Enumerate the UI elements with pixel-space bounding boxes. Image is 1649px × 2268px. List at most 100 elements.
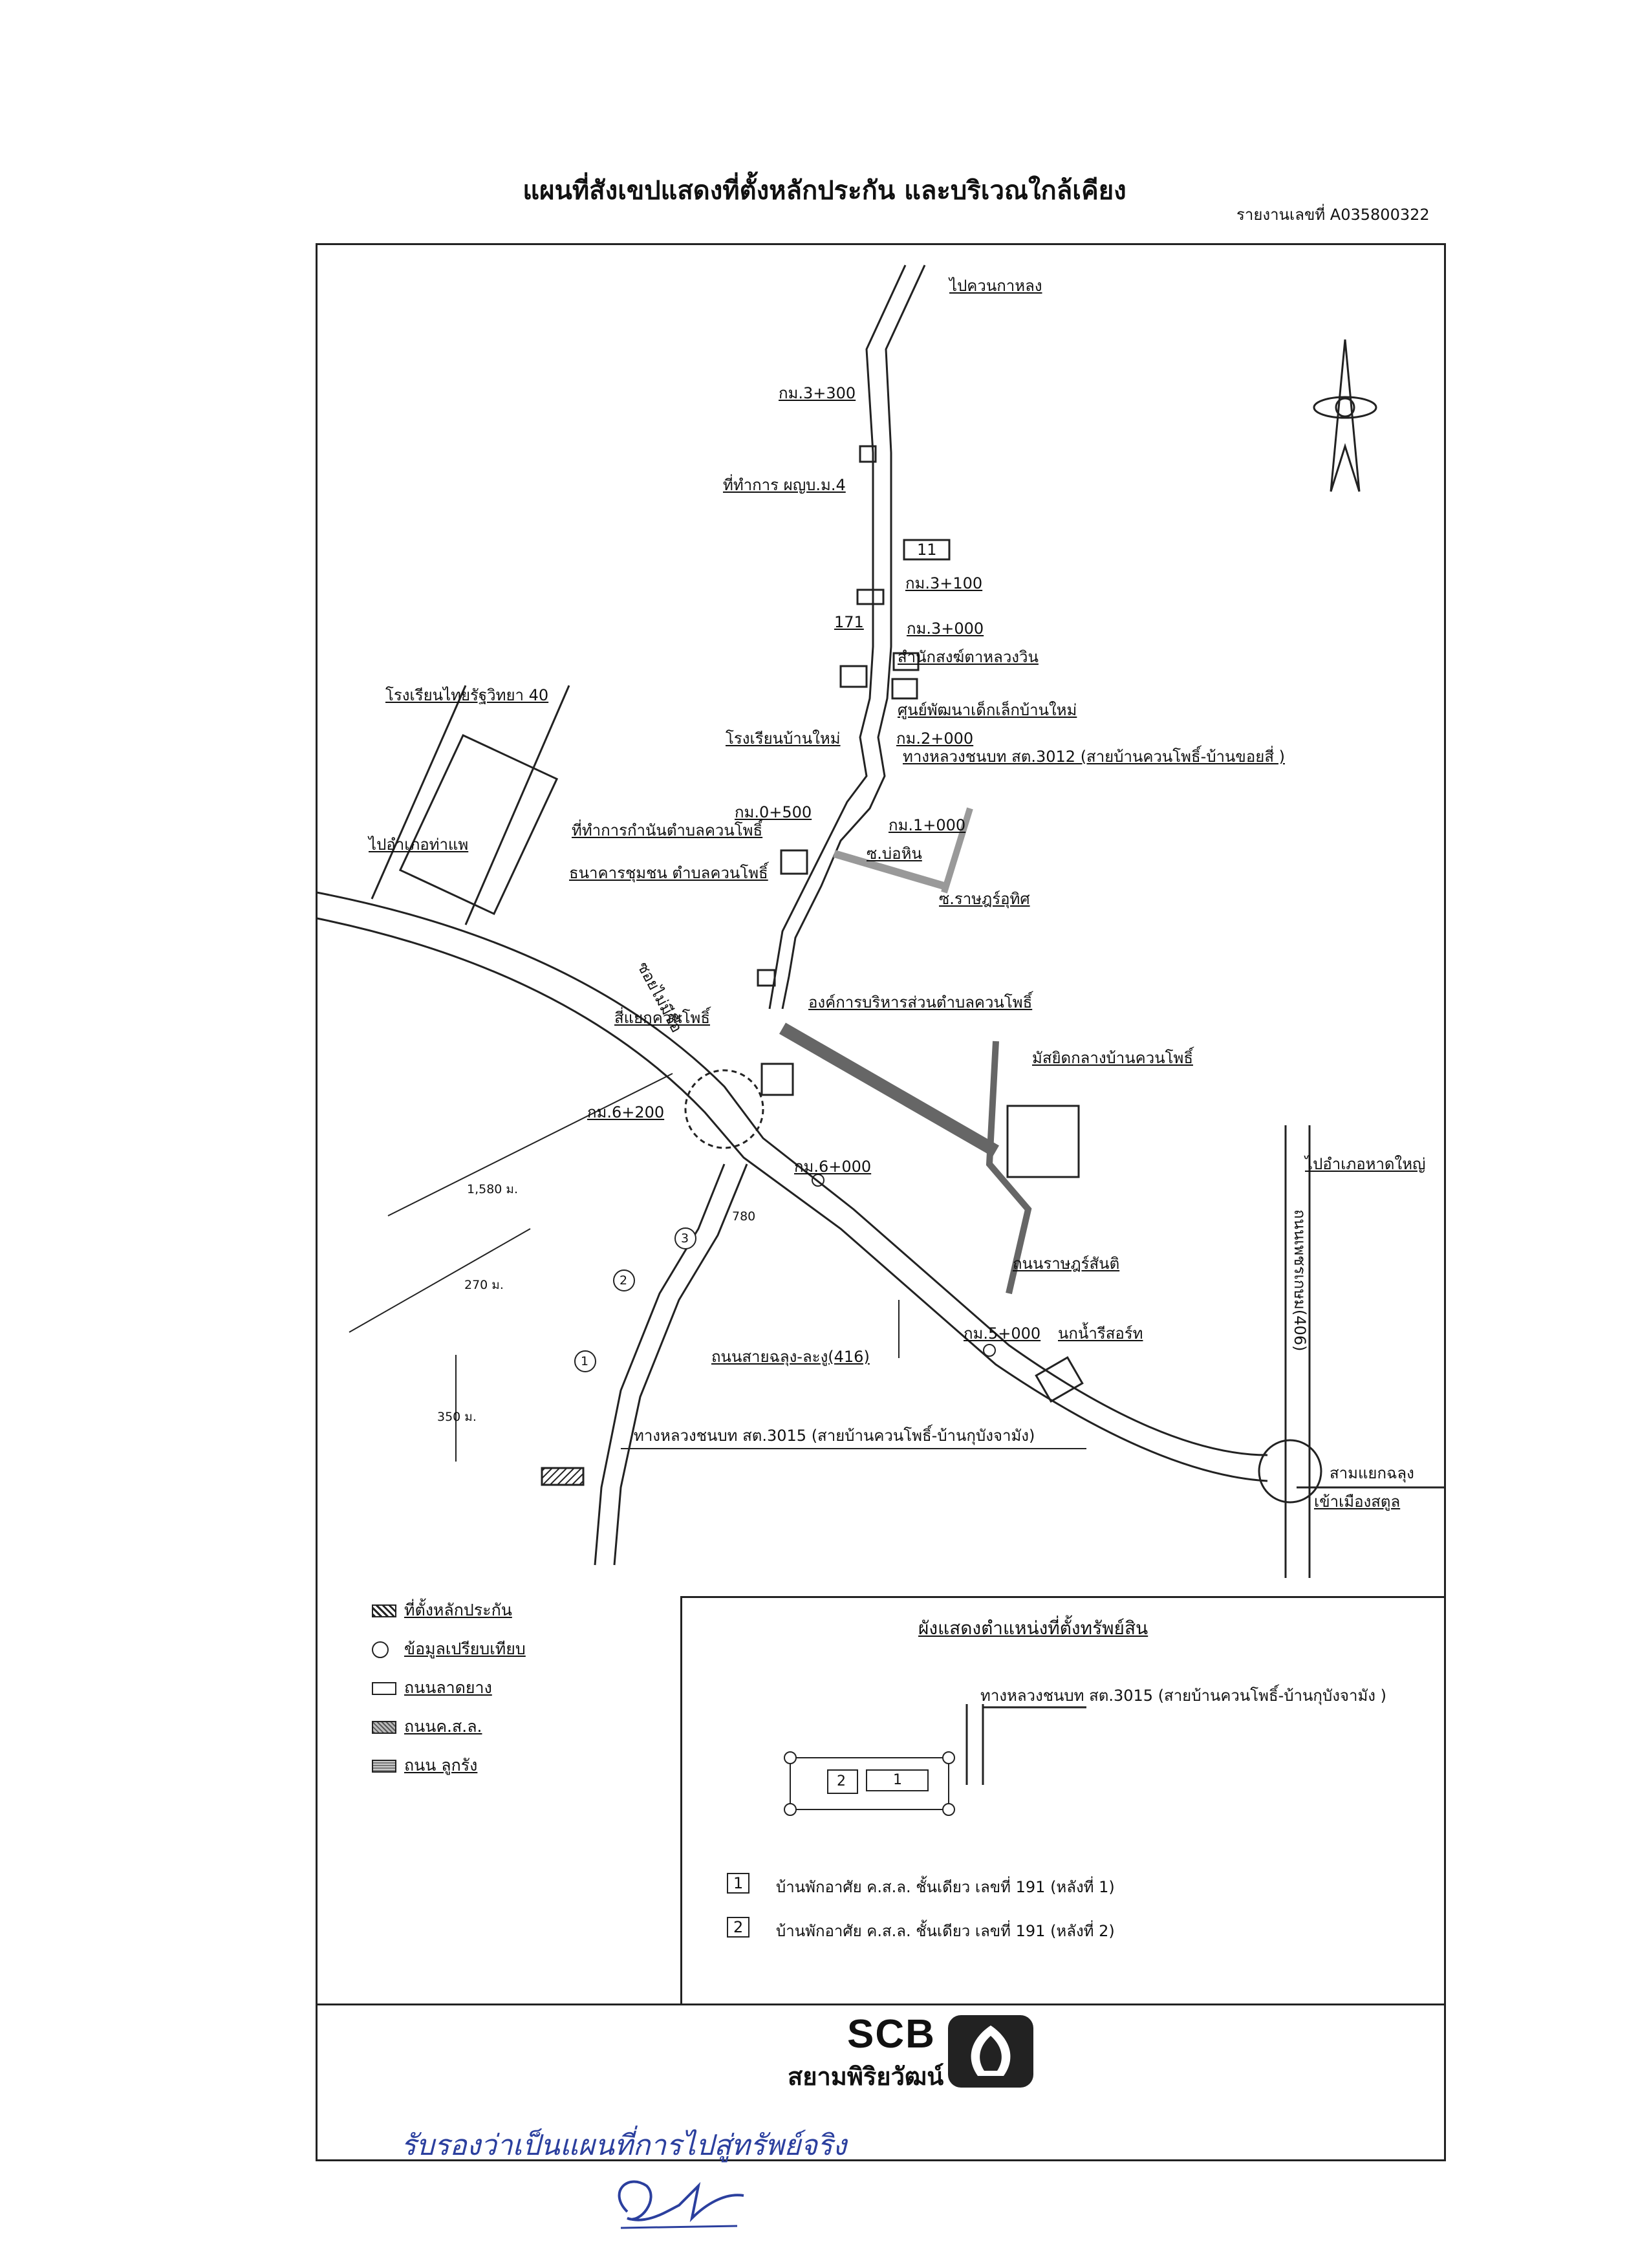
label-km-1000: กม.1+000 (889, 816, 966, 834)
legend-asphalt-symbol (372, 1682, 396, 1695)
label-soi-bo-hin: ซ.บ่อหิน (867, 845, 922, 863)
scb-shell-icon (948, 2015, 1033, 2088)
footer-divider (316, 2003, 1446, 2005)
label-km-3000: กม.3+000 (907, 620, 984, 638)
legend-collateral-symbol (372, 1604, 396, 1617)
label-mosque: มัสยิดกลางบ้านควนโพธิ์ (1032, 1049, 1193, 1067)
distance-line-1580 (387, 1073, 673, 1216)
handwritten-signature (618, 2180, 744, 2229)
km-6000-marker (812, 1174, 824, 1187)
panel-plot (790, 1757, 949, 1810)
label-three-way-chalung: สามแยกฉลุง (1330, 1464, 1414, 1482)
legend-collateral: ที่ตั้งหลักประกัน (372, 1597, 512, 1623)
label-dist-350: 350 ม. (437, 1410, 477, 1424)
label-kamnan-office: ที่ทำการกำนันตำบลควนโพธิ์ (572, 821, 763, 839)
label-km-5000: กม.5+000 (964, 1324, 1041, 1343)
label-to-hat-yai: ไปอำเภอหาดใหญ่ (1305, 1155, 1426, 1173)
legend-laterite-symbol (372, 1760, 396, 1773)
report-number: รายงานเลขที่ A035800322 (1236, 206, 1430, 224)
panel-road-label: ทางหลวงชนบท สต.3015 (สายบ้านควนโพธิ์-บ้า… (980, 1687, 1386, 1705)
panel-building-2 (827, 1769, 858, 1794)
thai-rath-school-box (398, 733, 559, 916)
label-community-bank: ธนาคารชุมชน ตำบลควนโพธิ์ (569, 864, 768, 882)
intersection-khuan-pho-circle (684, 1069, 764, 1149)
road-bo-hin (833, 850, 945, 890)
comparison-1-circle (574, 1350, 596, 1372)
panel-building-1 (866, 1769, 929, 1791)
legend-comparison-symbol (372, 1641, 389, 1658)
panel-item-2-text: บ้านพักอาศัย ค.ส.ล. ชั้นเดียว เลขที่ 191… (776, 1922, 1115, 1940)
distance-line-270 (349, 1228, 531, 1333)
kamnan-office-box (780, 849, 808, 875)
comparison-2-circle (613, 1269, 635, 1291)
label-comparison-2: 2 (620, 1273, 628, 1288)
legend-concrete: ถนนค.ส.ล. (372, 1714, 482, 1740)
scb-logo-text: SCB (847, 2012, 936, 2057)
label-km-2000: กม.2+000 (896, 729, 974, 748)
label-ratsadon-santi-road: ถนนราษฎร์สันติ (1013, 1255, 1120, 1273)
label-to-tha-phae: ไปอำเภอท่าแพ (369, 836, 469, 854)
handwritten-certification: รับรองว่าเป็นแผนที่การไปสู่ทรัพย์จริง (401, 2129, 847, 2162)
label-monk-office: สำนักสงฆ์ตาหลวงวิน (898, 648, 1039, 666)
label-bird-resort: นกน้ำรีสอร์ท (1058, 1324, 1143, 1343)
label-intersection-khuan-pho: สี่แยกควนโพธิ์ (614, 1009, 711, 1027)
road-416-lower (316, 917, 1268, 1482)
label-km-3300: กม.3+300 (779, 384, 856, 402)
legend-concrete-label: ถนนค.ส.ล. (404, 1717, 482, 1736)
label-km-0500: กม.0+500 (735, 803, 812, 821)
label-road-3015: ทางหลวงชนบท สต.3015 (สายบ้านควนโพธิ์-บ้า… (634, 1427, 1035, 1445)
panel-item-1-no: 1 (727, 1873, 750, 1894)
map-title: แผนที่สังเขปแสดงที่ตั้งหลักประกัน และบริ… (523, 176, 1126, 206)
label-sao-office: องค์การบริหารส่วนตำบลควนโพธิ์ (808, 993, 1033, 1011)
legend-laterite-label: ถนน ลูกรัง (404, 1756, 478, 1775)
legend-comparison: ข้อมูลเปรียบเทียบ (372, 1636, 526, 1662)
label-ban-mai-school: โรงเรียนบ้านใหม่ (726, 729, 841, 748)
legend-concrete-symbol (372, 1721, 396, 1734)
collateral-marker (541, 1467, 585, 1486)
sao-office-box (760, 1063, 794, 1096)
label-km-6200: กม.6+200 (587, 1103, 665, 1121)
road-to-tha-phae-2 (464, 685, 570, 925)
legend-asphalt: ถนนลาดยาง (372, 1675, 492, 1701)
road-ratsadon-uthit (941, 807, 973, 894)
label-dist-1580: 1,580 ม. (467, 1182, 518, 1196)
monk-office-box (892, 652, 920, 671)
road-north-left (768, 265, 907, 1010)
legend-collateral-label: ที่ตั้งหลักประกัน (404, 1601, 512, 1619)
label-thai-rath-school: โรงเรียนไทยรัฐวิทยา 40 (385, 686, 549, 704)
label-to-khuan-kalong: ไปควนกาหลง (949, 277, 1042, 295)
label-416-road: ถนนสายฉลุง-ละงู(416) (711, 1348, 870, 1366)
road-3015-right (613, 1163, 748, 1566)
mosque-box (1006, 1105, 1080, 1178)
comparison-3-circle (674, 1227, 696, 1249)
ban-mai-school-box (891, 678, 918, 700)
legend-comparison-label: ข้อมูลเปรียบเทียบ (404, 1639, 526, 1658)
label-km-6000: กม.6+000 (794, 1158, 872, 1176)
panel-title: ผังแสดงตำแหน่งที่ตั้งทรัพย์สิน (918, 1617, 1148, 1639)
community-bank-box (757, 969, 776, 987)
label-to-satun: เข้าเมืองสตูล (1314, 1493, 1401, 1511)
north-arrow-icon (1313, 339, 1377, 492)
label-comparison-3: 3 (681, 1231, 689, 1246)
legend-laterite: ถนน ลูกรัง (372, 1753, 477, 1778)
child-center-box (839, 665, 868, 688)
label-phetkasem-road: ถนนเพชรเกษม(406) (1291, 1209, 1309, 1352)
label-comparison-1: 1 (581, 1354, 589, 1368)
label-child-center: ศูนย์พัฒนาเด็กเล็กบ้านใหม่ (898, 701, 1077, 719)
legend-asphalt-label: ถนนลาดยาง (404, 1678, 492, 1697)
label-dist-270: 270 ม. (464, 1278, 504, 1292)
road-171-box (856, 589, 885, 605)
label-road-171: 171 (834, 613, 864, 631)
road-to-tha-phae (371, 685, 467, 900)
property-location-panel (680, 1596, 1446, 2003)
road-north-right (781, 265, 926, 1010)
panel-building-2-no: 2 (837, 1773, 846, 1789)
label-soi-ratsadon-uthit: ซ.ราษฎร์อุทิศ (939, 890, 1030, 908)
road-concrete-east (779, 1022, 999, 1157)
intersection-chalung-circle (1258, 1439, 1322, 1504)
village4-office-box (859, 445, 877, 463)
label-road-3012: ทางหลวงชนบท สต.3012 (สายบ้านควนโพธิ์-บ้า… (903, 748, 1285, 766)
panel-item-2-no: 2 (727, 1917, 750, 1938)
road-3015-left (594, 1163, 726, 1566)
